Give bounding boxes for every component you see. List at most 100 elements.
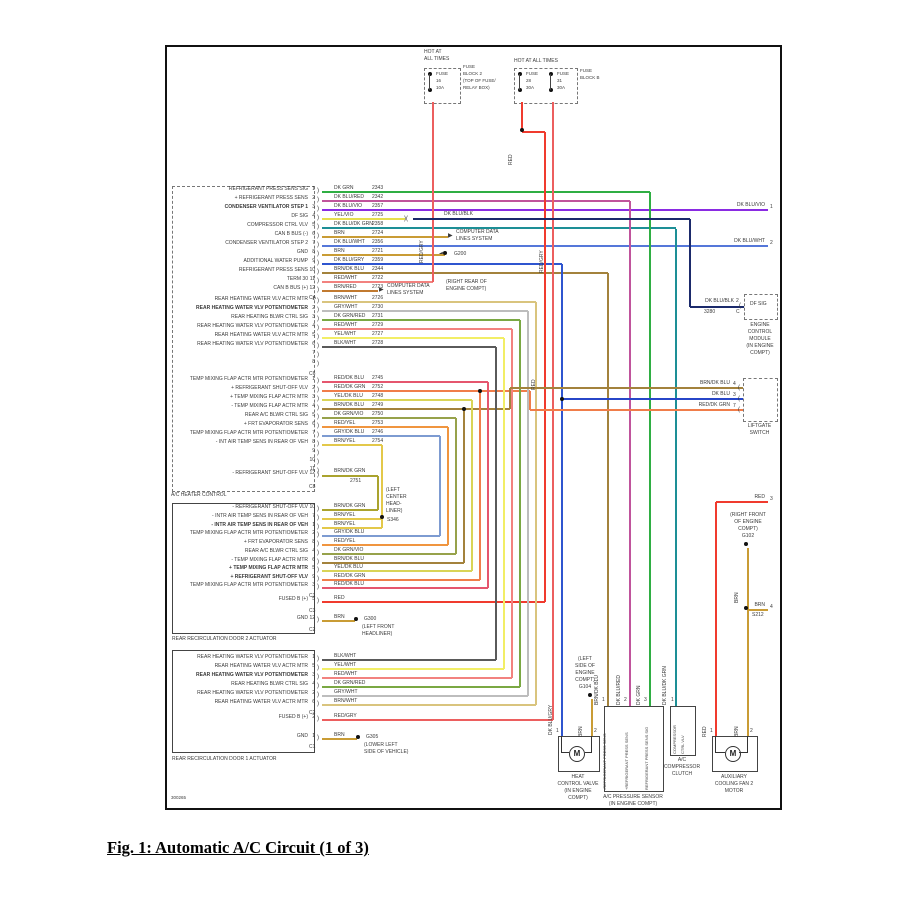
- wire-dk blu/gry: [561, 264, 563, 736]
- wire-circuit-code: 2721: [372, 248, 384, 254]
- ground-g104-label: G104: [578, 684, 592, 690]
- wire-circuit-code: 2729: [372, 322, 384, 328]
- wire-#333: [747, 736, 749, 753]
- pin-bracket-icon: ): [317, 197, 319, 203]
- pin-function-label: CONDENSER VENTILATOR STEP 2: [225, 240, 308, 246]
- door1-actuator-box: [172, 650, 315, 753]
- wire-color-label: YEL/DK BLU: [334, 564, 363, 570]
- wire-brn/dk blu: [322, 562, 464, 564]
- wire-brn/dk blu: [322, 272, 608, 274]
- ground-dot: [354, 617, 358, 621]
- pin-number: 1: [312, 296, 315, 302]
- pin-function-label: + FRT EVAPORATOR SENS: [243, 421, 308, 427]
- wire-color-label-vertical: DK BLU/RED: [616, 674, 622, 705]
- wire-color-label: BRN/DK BLU: [334, 402, 365, 408]
- fuse-block-2-name: FUSE: [463, 64, 476, 69]
- wire-color-label-vertical: RED/GRY: [419, 240, 425, 263]
- ecm-pin: 2: [736, 298, 739, 304]
- data-link-label: COMPUTER DATA: [387, 283, 430, 289]
- pin-function-label: TERM 30: [286, 276, 308, 282]
- wire-#333: [716, 752, 725, 754]
- pin-bracket-icon: ): [317, 242, 319, 248]
- wire-#333: [562, 752, 569, 754]
- wire-brn/dk blu: [607, 273, 609, 706]
- pin-number: 2: [312, 690, 315, 696]
- wire-red/gry: [322, 719, 553, 721]
- pin-number: 5: [312, 222, 315, 228]
- pin-function-label: FUSED B (+): [278, 596, 308, 602]
- wire-color-label-vertical: DK BLU/DK GRN: [662, 666, 668, 705]
- wire-color-label: RED/WHT: [334, 275, 358, 281]
- wire-color-label: DK GRN/RED: [334, 680, 366, 686]
- wire-circuit-code: 2343: [372, 185, 384, 191]
- wire-color-label-vertical: BRN: [734, 726, 740, 737]
- pin-bracket-icon: ): [317, 378, 319, 384]
- wire-color-label: RED: [334, 595, 345, 601]
- clutch-signal-label: CTRL VLV: [680, 735, 685, 754]
- pin-bracket-icon: ): [317, 541, 319, 547]
- wire-color-label: BRN/DK GRN: [334, 503, 366, 509]
- pin-bracket-icon: ): [317, 524, 319, 530]
- wire-color-label: RED/DK GRN: [334, 384, 366, 390]
- pin-bracket-icon: ): [317, 432, 319, 438]
- pin-function-label: REAR HEATING WATER VLV POTENTIOMETER: [196, 672, 308, 678]
- pin-bracket-icon: ): [317, 468, 319, 474]
- ac-compressor-clutch-box: [670, 706, 696, 756]
- cooling-fan-name: MOTOR: [724, 788, 744, 794]
- wire-gry/dk blu: [322, 435, 440, 437]
- df-sig-wire-label: DK BLU/BLK: [444, 211, 473, 217]
- pin-bracket-icon: ): [317, 396, 319, 402]
- pin-number: 11: [309, 466, 315, 472]
- wire-dk grn/vio: [455, 418, 457, 554]
- fuse-block-2-hot-label: ALL TIMES: [424, 56, 450, 62]
- wire-color-label: RED/WHT: [334, 322, 358, 328]
- ground-g104-location: (LEFT: [578, 656, 592, 662]
- wire-brn/dk blu: [510, 387, 743, 389]
- wire-circuit-code: 2749: [372, 402, 384, 408]
- pin-number: 1: [312, 376, 315, 382]
- door1-actuator-label: REAR RECIRCULATION DOOR 1 ACTUATOR: [172, 756, 277, 762]
- pin-function-label: + TEMP MIXING FLAP ACTR MTR: [229, 565, 308, 571]
- wire-brn: [747, 548, 749, 736]
- wire-#333: [739, 752, 748, 754]
- pin-bracket-icon: (: [738, 385, 740, 391]
- wire-color-label: GRY/WHT: [334, 304, 358, 310]
- liftgate-switch-label: SWITCH: [749, 430, 770, 436]
- pin-number: 3: [312, 314, 315, 320]
- wire-red/yel: [447, 427, 449, 545]
- wire-gry/wht: [322, 695, 528, 697]
- wire-red: [544, 132, 546, 602]
- edge-pin-number: 4: [770, 604, 773, 610]
- pin-number: 1: [312, 186, 315, 192]
- ground-g102-location: COMPT): [738, 526, 758, 532]
- wire-color-label: DK GRN: [334, 185, 354, 191]
- pin-bracket-icon: ): [317, 506, 319, 512]
- pin-number: 6: [312, 341, 315, 347]
- ecm-wire-label: DK BLU/BLK: [705, 298, 734, 304]
- pin-bracket-icon: ): [317, 251, 319, 257]
- fuse-contact-dot: [518, 88, 522, 92]
- wire-color-label: BLK/WHT: [334, 340, 357, 346]
- pin-bracket-icon: ): [317, 617, 319, 623]
- pin-bracket-icon: ): [317, 387, 319, 393]
- ac-heater-control-box: [172, 186, 315, 492]
- edge-pin-number: 3: [770, 496, 773, 502]
- wire-color-label-vertical: RED/GRY: [539, 250, 545, 273]
- ground-g200-location: ENGINE COMPT): [446, 286, 487, 292]
- pin-function-label: - REFRIGERANT SHUT-OFF VLV: [232, 470, 308, 476]
- wire-dk grn/vio: [322, 553, 456, 555]
- pin-function-label: ADDITIONAL WATER PUMP: [243, 258, 308, 264]
- pin-number: 8: [312, 249, 315, 255]
- ground-dot: [356, 735, 360, 739]
- ground-dot: [443, 251, 447, 255]
- compressor-clutch-name: COMPRESSOR: [663, 764, 701, 770]
- wire-color-label: DK BLU/GRY: [334, 257, 365, 263]
- liftgate-wire-label: DK BLU: [711, 391, 730, 397]
- fuse-28-label: FUSE: [526, 71, 539, 76]
- pin-function-label: + TEMP MIXING FLAP ACTR MTR: [230, 394, 308, 400]
- wire-color-label: BRN/DK BLU: [334, 266, 365, 272]
- heat-valve-name: (IN ENGINE: [564, 788, 592, 794]
- compressor-clutch-name: A/C: [677, 757, 687, 763]
- pin-bracket-icon: ): [317, 334, 319, 340]
- splice-dot: [744, 606, 748, 610]
